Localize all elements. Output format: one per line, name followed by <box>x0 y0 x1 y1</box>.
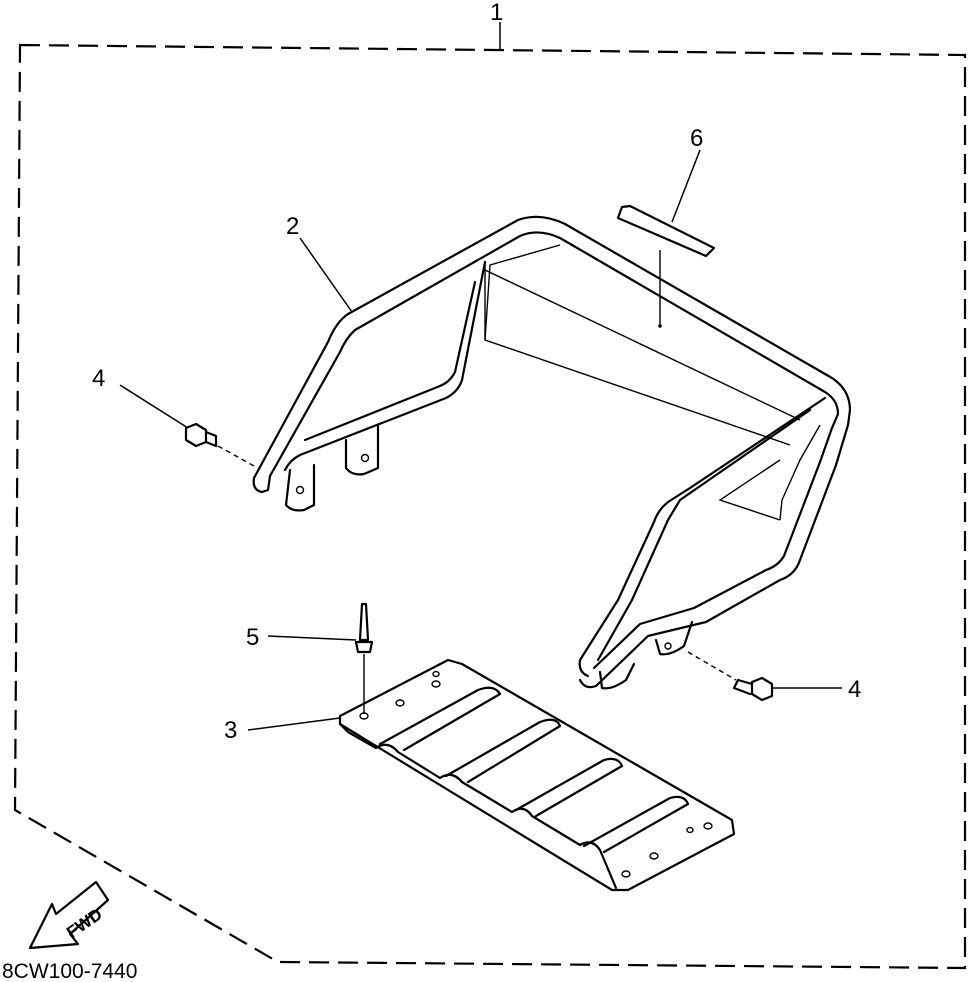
callout-2: 2 <box>286 213 299 240</box>
bolt-left <box>184 422 255 467</box>
floor-plate <box>338 658 736 892</box>
diagram-code: 8CW100-7440 <box>2 960 137 982</box>
callout-3-leader <box>247 717 341 731</box>
callout-4-left-leader <box>119 384 189 429</box>
callout-5: 5 <box>246 624 259 651</box>
label-sticker <box>616 204 716 328</box>
forward-arrow-icon: FWD <box>28 880 110 950</box>
callout-2-leader <box>299 237 353 313</box>
callout-6-leader <box>671 149 701 223</box>
rack-frame <box>252 215 852 690</box>
bolt-right <box>687 651 774 702</box>
callout-3: 3 <box>224 717 237 744</box>
assembly-callout-1: 1 <box>490 0 503 26</box>
forward-arrow-text: FWD <box>63 905 106 943</box>
callout-4-left: 4 <box>92 365 105 392</box>
callout-6: 6 <box>690 125 703 152</box>
rivet <box>354 602 374 714</box>
callout-4-right: 4 <box>848 676 861 703</box>
assembly-boundary <box>13 43 967 970</box>
callout-5-leader <box>267 635 357 641</box>
